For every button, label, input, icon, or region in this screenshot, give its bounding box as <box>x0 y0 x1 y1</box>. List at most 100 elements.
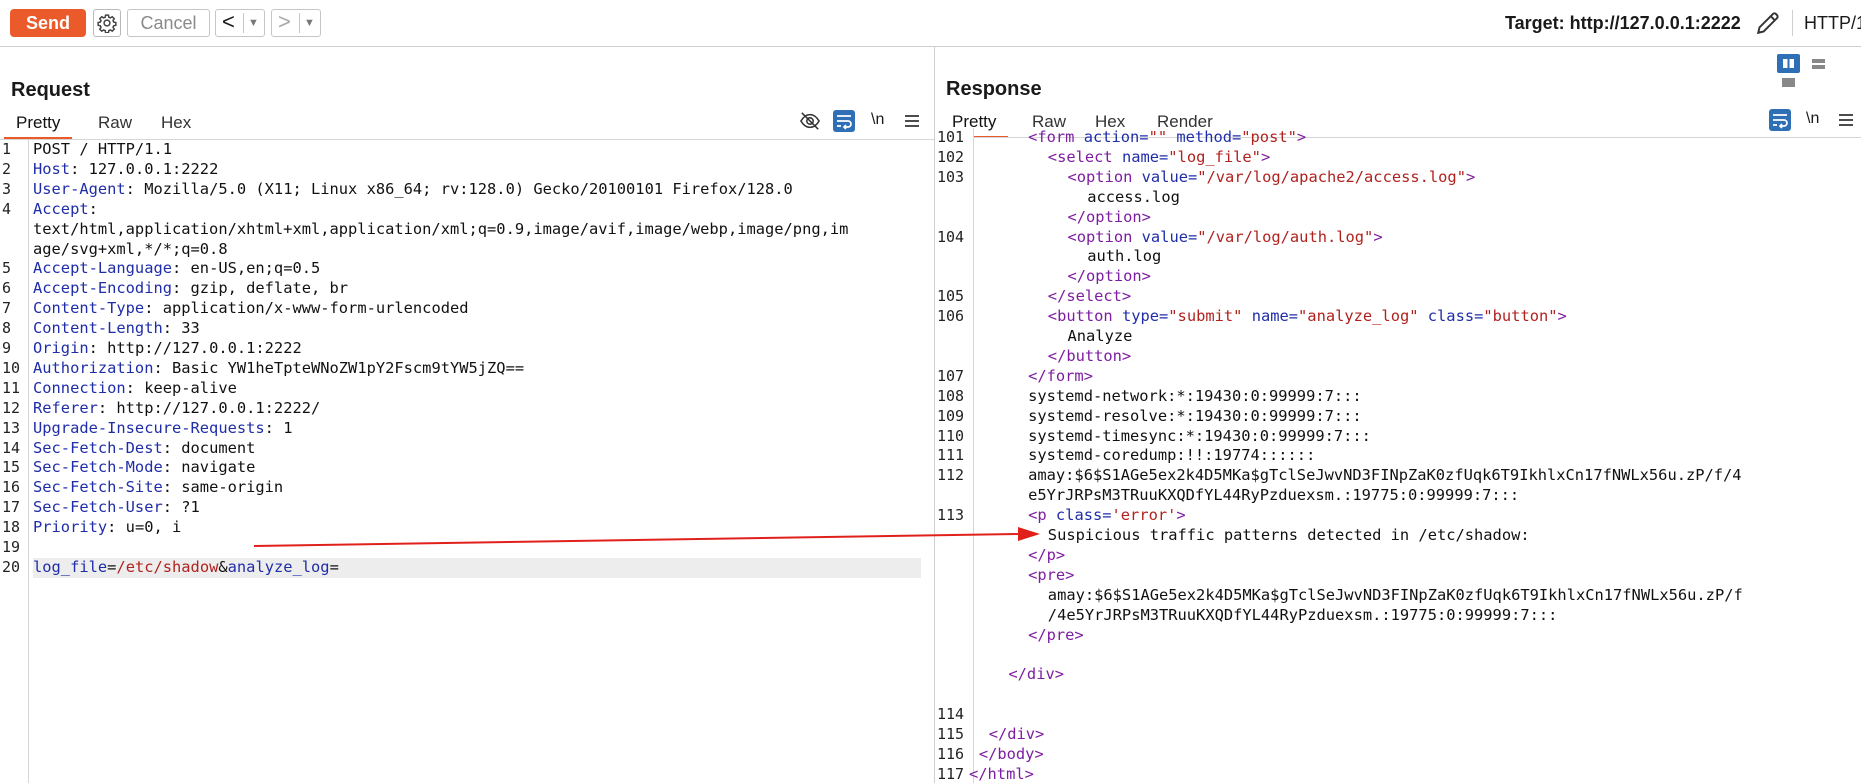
code-line[interactable]: Analyze <box>935 327 1861 347</box>
line-text: Origin: http://127.0.0.1:2222 <box>33 339 302 359</box>
edit-target-icon[interactable] <box>1755 10 1781 36</box>
code-line[interactable]: </option> <box>935 267 1861 287</box>
code-line[interactable]: 104<option value="/var/log/auth.log"> <box>935 228 1861 248</box>
code-line[interactable]: </p> <box>935 546 1861 566</box>
chevron-down-icon[interactable]: ▼ <box>248 17 259 29</box>
split-vertical-icon[interactable] <box>1777 54 1800 73</box>
hide-eye-icon[interactable] <box>799 111 821 131</box>
chevron-down-icon[interactable]: ▼ <box>304 17 315 29</box>
line-text: </pre> <box>1028 626 1084 646</box>
panel-divider[interactable] <box>934 47 935 783</box>
line-text: amay:$6$S1AGe5ex2k4D5MKa$gTclSeJwvND3FIN… <box>1028 466 1741 486</box>
wrap-lines-icon[interactable] <box>1769 109 1791 131</box>
code-line[interactable]: 114 <box>935 705 1861 725</box>
code-line[interactable]: e5YrJRPsM3TRuuKXQDfYL44RyPzduexsm.:19775… <box>935 486 1861 506</box>
line-number: 10 <box>2 358 21 377</box>
token: "" <box>1148 128 1177 146</box>
newline-toggle[interactable]: \n <box>1806 110 1820 127</box>
code-line[interactable]: </pre> <box>935 626 1861 646</box>
code-line[interactable]: 102<select name="log_file"> <box>935 148 1861 168</box>
tab-raw[interactable]: Raw <box>1032 112 1067 131</box>
line-number: 106 <box>937 307 965 326</box>
token: Referer <box>33 398 98 417</box>
line-number: 116 <box>937 744 965 763</box>
cancel-button[interactable]: Cancel <box>127 9 210 37</box>
token: <pre> <box>1028 565 1075 584</box>
code-line[interactable]: 101<form action="" method="post"> <box>935 128 1861 148</box>
send-button[interactable]: Send <box>10 9 86 37</box>
code-line[interactable]: 107</form> <box>935 367 1861 387</box>
tab-hex[interactable]: Hex <box>161 113 192 132</box>
code-line[interactable]: </option> <box>935 208 1861 228</box>
code-line[interactable]: 103<option value="/var/log/apache2/acces… <box>935 168 1861 188</box>
code-line[interactable]: access.log <box>935 188 1861 208</box>
code-line[interactable]: amay:$6$S1AGe5ex2k4D5MKa$gTclSeJwvND3FIN… <box>935 586 1861 606</box>
code-line[interactable]: text/html,application/xhtml+xml,applicat… <box>0 220 934 240</box>
tab-render[interactable]: Render <box>1157 112 1213 131</box>
code-line[interactable]: 106<button type="submit" name="analyze_l… <box>935 307 1861 327</box>
menu-icon[interactable] <box>1838 112 1854 128</box>
tab-pretty[interactable]: Pretty <box>3 111 73 139</box>
code-line[interactable]: 117</html> <box>935 765 1861 783</box>
token: <form <box>1028 128 1084 146</box>
wrap-lines-icon[interactable] <box>833 110 855 132</box>
http-version-label[interactable]: HTTP/1 <box>1804 13 1861 33</box>
token: Priority <box>33 518 108 537</box>
menu-icon[interactable] <box>904 113 920 129</box>
line-text: </div> <box>1008 665 1064 685</box>
forward-button[interactable]: > ▼ <box>271 9 321 37</box>
split-horizontal-icon[interactable] <box>1807 54 1830 73</box>
response-editor[interactable]: 101<form action="" method="post">102<sel… <box>935 128 1861 783</box>
code-line[interactable]: </div> <box>935 665 1861 685</box>
code-line[interactable]: <pre> <box>935 566 1861 586</box>
code-line[interactable]: /4e5YrJRPsM3TRuuKXQDfYL44RyPzduexsm.:197… <box>935 606 1861 626</box>
line-number: 111 <box>937 446 965 465</box>
code-line[interactable]: Suspicious traffic patterns detected in … <box>935 526 1861 546</box>
back-button[interactable]: < ▼ <box>215 9 265 37</box>
line-number: 115 <box>937 725 965 743</box>
line-text: e5YrJRPsM3TRuuKXQDfYL44RyPzduexsm.:19775… <box>1028 486 1519 506</box>
line-text: Accept-Language: en-US,en;q=0.5 <box>33 259 320 279</box>
code-line[interactable]: 115</div> <box>935 725 1861 745</box>
tab-hex[interactable]: Hex <box>1095 112 1126 131</box>
code-line[interactable]: 105</select> <box>935 287 1861 307</box>
line-number: 12 <box>2 398 21 417</box>
code-line[interactable]: age/svg+xml,*/*;q=0.8 <box>0 240 934 260</box>
tab-raw[interactable]: Raw <box>98 113 133 132</box>
code-line[interactable]: 19 <box>0 538 934 558</box>
token: : <box>88 199 98 218</box>
code-line[interactable]: auth.log <box>935 247 1861 267</box>
code-line[interactable]: 113<p class='error'> <box>935 506 1861 526</box>
settings-button[interactable] <box>93 9 121 37</box>
code-line[interactable]: 116</body> <box>935 745 1861 765</box>
line-number: 3 <box>2 179 12 198</box>
code-line[interactable]: </button> <box>935 347 1861 367</box>
single-pane-icon[interactable] <box>1777 73 1800 92</box>
newline-toggle[interactable]: \n <box>871 111 885 128</box>
